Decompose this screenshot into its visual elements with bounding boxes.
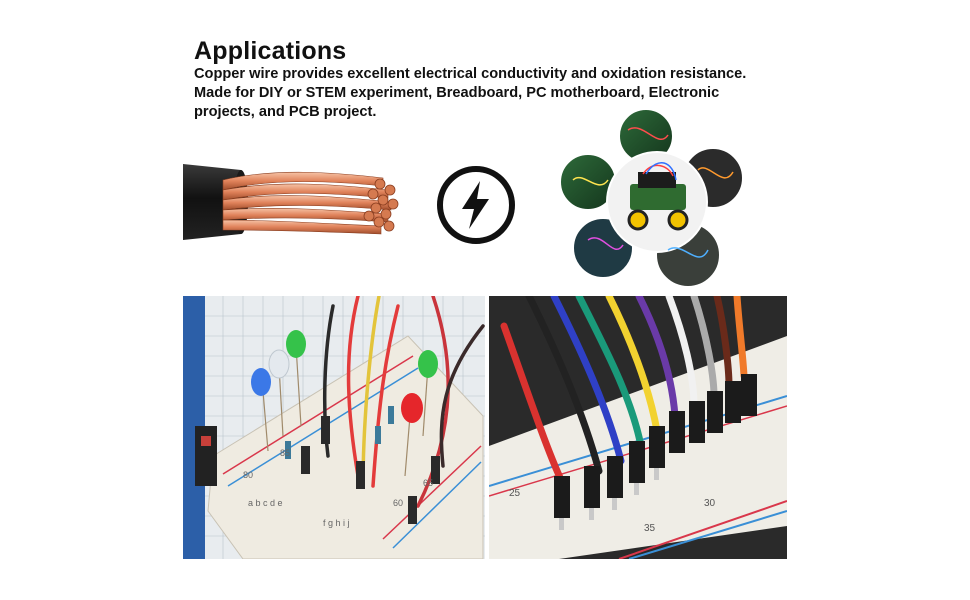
page-title: Applications xyxy=(194,37,347,65)
jumper-board-number-1: 25 xyxy=(509,488,521,499)
electronics-project-collage xyxy=(558,110,758,290)
led-board-number-1: 80 xyxy=(243,470,253,480)
lightning-bolt-icon xyxy=(433,162,519,248)
description-line-3: projects, and PCB project. xyxy=(194,104,377,120)
led-breadboard-image: a b c d e f g h i j 80 85 60 65 xyxy=(183,296,485,559)
led-board-number-3: 60 xyxy=(393,498,403,508)
jumper-board-number-3: 35 xyxy=(644,523,656,534)
led-board-number-4: 65 xyxy=(423,478,433,488)
jumper-board-number-2: 30 xyxy=(704,498,716,509)
description-line-2: Made for DIY or STEM experiment, Breadbo… xyxy=(194,85,720,101)
jumper-wires-image: 25 30 35 xyxy=(489,296,787,559)
led-board-number-2: 85 xyxy=(280,448,290,458)
description-line-1: Copper wire provides excellent electrica… xyxy=(194,66,747,82)
led-board-letters-left: a b c d e xyxy=(248,498,283,508)
led-board-letters-right: f g h i j xyxy=(323,518,350,528)
copper-wire-image xyxy=(183,150,408,250)
description-text: Copper wire provides excellent electrica… xyxy=(194,65,794,122)
